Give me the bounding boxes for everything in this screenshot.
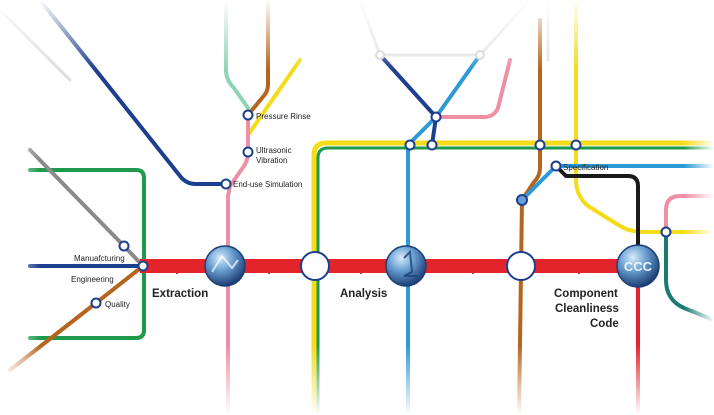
teal-line-right [664,230,714,322]
station-blue-filled [516,194,528,206]
station-teal [660,226,672,238]
station-analysis-top [430,111,442,123]
label-extraction: Extraction [152,288,208,300]
label-ccc-3: Code [590,318,619,330]
fade-right [684,120,714,340]
label-specification: Specification [563,163,608,172]
station-quality [90,297,102,309]
station-manufacturing [118,240,130,252]
label-engineering: Engineering [71,275,114,284]
interchange-yellow [300,251,330,281]
label-ccc-2: Cleanliness [555,303,619,315]
fade-left [0,130,40,380]
brown-line-right [517,18,542,415]
hub-extraction-globe [204,245,246,287]
label-quality: Quality [105,300,130,309]
station-engineering [137,260,149,272]
station-yellow-b [426,139,438,151]
faint-station-1 [375,50,385,60]
hub-analysis-globe [385,245,427,287]
black-line-spec [554,164,640,262]
label-ccc-1: Component [554,288,618,300]
faint-station-2 [475,50,485,60]
mint-line [224,0,250,110]
ccc-symbol-text: CCC [624,259,653,274]
green-line-main [316,146,714,415]
interchange-brown [506,251,536,281]
station-yellow-c [534,139,546,151]
station-ultrasonic [242,146,254,158]
green-line-loop [28,168,146,340]
label-analysis: Analysis [340,288,387,300]
label-end-use: End-use Simulation [233,180,302,189]
pink-line-analysis [434,58,512,119]
station-yellow-a [404,139,416,151]
hub-ccc-globe: CCC [616,244,660,288]
label-manufacturing: Manuafcturing [74,254,125,263]
red-line-ticks [176,259,580,274]
station-pressure-rinse [242,109,254,121]
pink-line-right [664,194,714,234]
yellow-line-main [311,140,714,415]
yellow-line-pressure [246,58,302,137]
navy-line-enduse [38,0,228,186]
station-end-use [220,178,232,190]
brown-line-ultra [246,0,270,117]
station-yellow-d [570,139,582,151]
label-ultrasonic-1: Ultrasonic [256,146,292,155]
label-pressure-rinse: Pressure Rinse [256,112,311,121]
fade-top [0,0,714,70]
station-specification [550,160,562,172]
label-ultrasonic-2: Vibration [256,156,287,165]
fade-bottom [0,345,714,415]
